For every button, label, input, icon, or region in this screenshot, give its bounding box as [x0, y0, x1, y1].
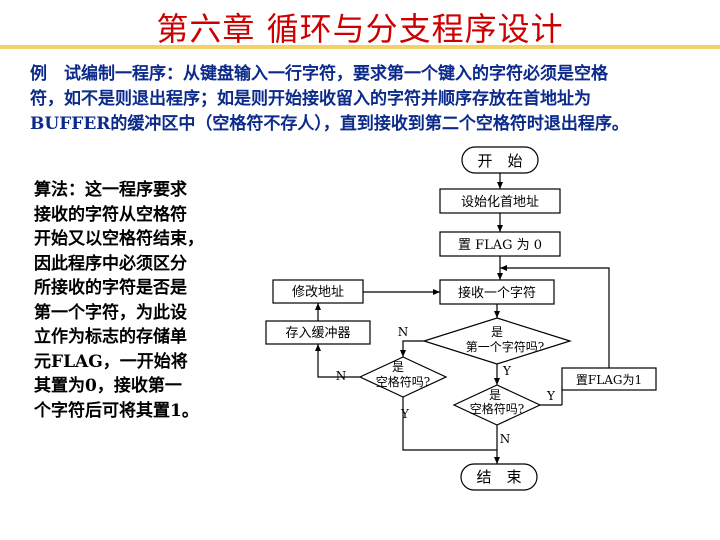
algo-line: 算法：这一程序要求: [34, 180, 187, 200]
store-buffer-label: 存入缓冲器: [285, 326, 350, 341]
space-bottom-question: 空格符吗?: [470, 401, 524, 416]
algo-line: 开始又以空格符结束，: [34, 229, 204, 249]
problem-line-1: 例 试编制一程序：从键盘输入一行字符，要求第一个键入的字符必须是空格: [30, 64, 608, 84]
end-label: 结 束: [476, 468, 521, 486]
space-left-yes-label: Y: [400, 407, 410, 421]
start-label: 开 始: [477, 152, 522, 170]
algo-line: 立作为标志的存储单: [34, 327, 187, 347]
problem-line-3: BUFFER的缓冲区中（空格符不存人），直到接收到第二个空格符时退出程序。: [30, 114, 629, 134]
algo-line: 元FLAG，一开始将: [34, 351, 188, 372]
problem-line-2: 符，如不是则退出程序；如是则开始接收留入的字符并顺序存放在首地址为: [30, 89, 591, 109]
title-divider: [0, 45, 720, 49]
algo-line: 所接收的字符是否是: [34, 278, 187, 298]
init-address-box: [439, 188, 561, 214]
flow-arrow-left-yes: [402, 397, 497, 451]
set-flag1-label: 置FLAG为1: [576, 373, 642, 387]
algorithm-description: 算法：这一程序要求 接收的字符从空格符 开始又以空格符结束， 因此程序中必须区分…: [34, 178, 224, 423]
init-address-label: 设始化首地址: [461, 195, 539, 210]
algo-line: 因此程序中必须区分: [34, 253, 187, 274]
algo-line: 接收的字符从空格符: [34, 204, 187, 225]
flow-arrow-first-no: [400, 340, 424, 357]
first-char-yes-mark: 是: [491, 325, 503, 339]
space-left-question: 空格符吗?: [376, 374, 430, 389]
space-left-yes-mark: 是: [392, 360, 404, 374]
space-left-no-label: N: [336, 369, 347, 383]
algo-line: 第一个字符，为此设: [34, 302, 187, 323]
first-char-question: 第一个字符吗?: [466, 339, 544, 354]
receive-char-label: 接收一个字符: [458, 285, 536, 301]
set-flag0-box: [439, 231, 561, 257]
end-terminal: [460, 463, 538, 491]
modify-address-label: 修改地址: [292, 285, 344, 300]
set-flag0-label: 置 FLAG 为 0: [458, 238, 542, 253]
space-bottom-yes-label: Y: [546, 389, 556, 403]
algo-line: 其置为0，接收第一: [34, 376, 182, 396]
space-bottom-no-label: N: [500, 432, 511, 446]
page-title: 第六章 循环与分支程序设计: [156, 10, 564, 48]
first-char-no-label: N: [398, 325, 409, 339]
flow-arrow-loop: [500, 265, 610, 368]
problem-statement: 例 试编制一程序：从键盘输入一行字符，要求第一个键入的字符必须是空格 符，如不是…: [30, 62, 710, 137]
first-char-yes-label: Y: [502, 364, 512, 378]
title-bar: 第六章 循环与分支程序设计: [0, 0, 720, 49]
algo-line: 个字符后可将其置1。: [34, 400, 199, 421]
flow-arrow-left-no: [315, 344, 360, 378]
space-bottom-yes-mark: 是: [489, 388, 501, 402]
